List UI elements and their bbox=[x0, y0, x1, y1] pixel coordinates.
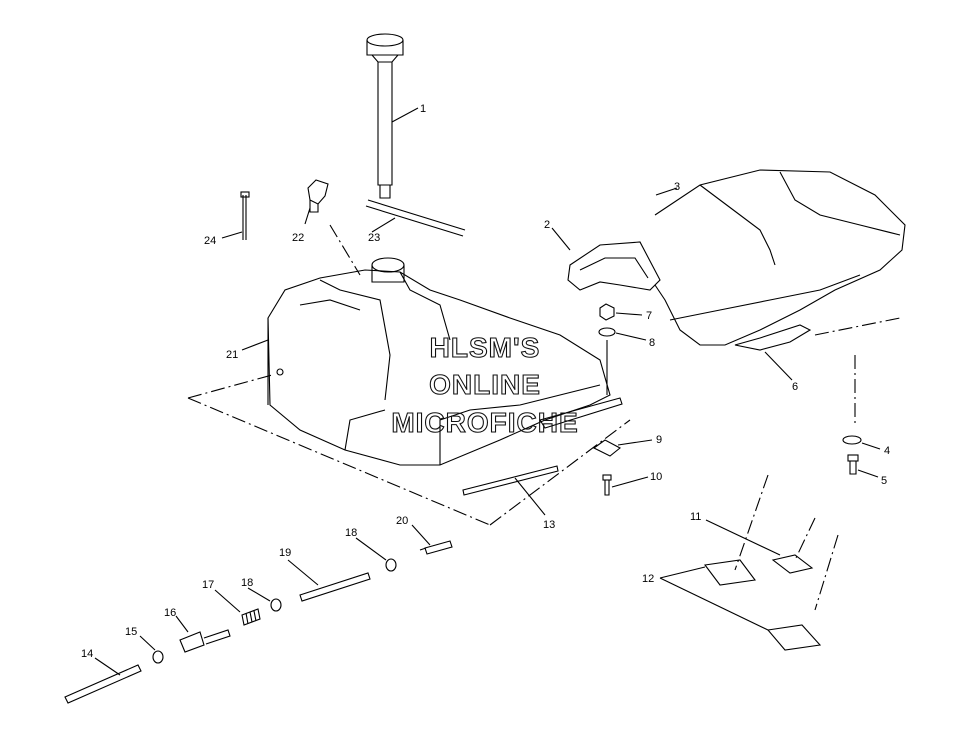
callout-24: 24 bbox=[204, 235, 216, 247]
fuel-tank bbox=[267, 257, 623, 466]
seat-cover bbox=[654, 169, 906, 346]
spring bbox=[241, 608, 261, 626]
callout-1: 1 bbox=[420, 103, 426, 115]
pin bbox=[419, 540, 453, 555]
callout-18b: 18 bbox=[345, 527, 357, 539]
nut bbox=[599, 303, 615, 321]
rod bbox=[64, 664, 142, 704]
reference-lines bbox=[187, 224, 901, 611]
bolt bbox=[847, 454, 859, 475]
callout-19: 19 bbox=[279, 547, 291, 559]
callout-14: 14 bbox=[81, 648, 93, 660]
callout-21: 21 bbox=[226, 349, 238, 361]
callout-4: 4 bbox=[884, 445, 890, 457]
callout-10: 10 bbox=[650, 471, 662, 483]
rod bbox=[365, 199, 466, 237]
callout-5: 5 bbox=[881, 475, 887, 487]
washer bbox=[598, 327, 616, 337]
spacer bbox=[385, 558, 397, 572]
callout-2: 2 bbox=[544, 219, 550, 231]
bolt bbox=[602, 474, 612, 496]
seat-pan bbox=[567, 241, 661, 291]
decal bbox=[704, 559, 756, 586]
spacer bbox=[270, 598, 282, 612]
callout-11: 11 bbox=[690, 511, 701, 523]
decal bbox=[766, 624, 822, 651]
callout-20: 20 bbox=[396, 515, 408, 527]
washer bbox=[842, 435, 862, 445]
callout-12: 12 bbox=[642, 573, 654, 585]
watermark-line-2: ONLINE bbox=[429, 369, 541, 400]
callout-8: 8 bbox=[649, 337, 655, 349]
callout-18a: 18 bbox=[241, 577, 253, 589]
cap bbox=[152, 650, 164, 664]
callout-22: 22 bbox=[292, 232, 304, 244]
callout-15: 15 bbox=[125, 626, 137, 638]
pad bbox=[592, 439, 621, 457]
fitting bbox=[179, 629, 231, 653]
rod bbox=[299, 572, 371, 602]
callout-13: 13 bbox=[543, 519, 555, 531]
watermark-line-1: HLSM'S bbox=[430, 332, 541, 363]
callout-labels: 1 2 3 4 5 6 7 8 9 10 11 12 13 14 15 16 1… bbox=[81, 103, 890, 660]
seat-foam bbox=[734, 324, 812, 351]
filler-neck bbox=[366, 33, 404, 199]
callout-17: 17 bbox=[202, 579, 214, 591]
watermark: HLSM'S ONLINE MICROFICHE bbox=[391, 331, 578, 438]
callout-16: 16 bbox=[164, 607, 176, 619]
strip bbox=[462, 465, 559, 496]
vent-fitting bbox=[307, 179, 329, 213]
callout-6: 6 bbox=[792, 381, 798, 393]
callout-9: 9 bbox=[656, 434, 662, 446]
callout-7: 7 bbox=[646, 310, 652, 322]
pin bbox=[240, 191, 250, 240]
leader-lines bbox=[94, 107, 881, 676]
callout-23: 23 bbox=[368, 232, 380, 244]
callout-3: 3 bbox=[674, 181, 680, 193]
watermark-line-3: MICROFICHE bbox=[391, 407, 578, 438]
decal bbox=[771, 554, 814, 574]
